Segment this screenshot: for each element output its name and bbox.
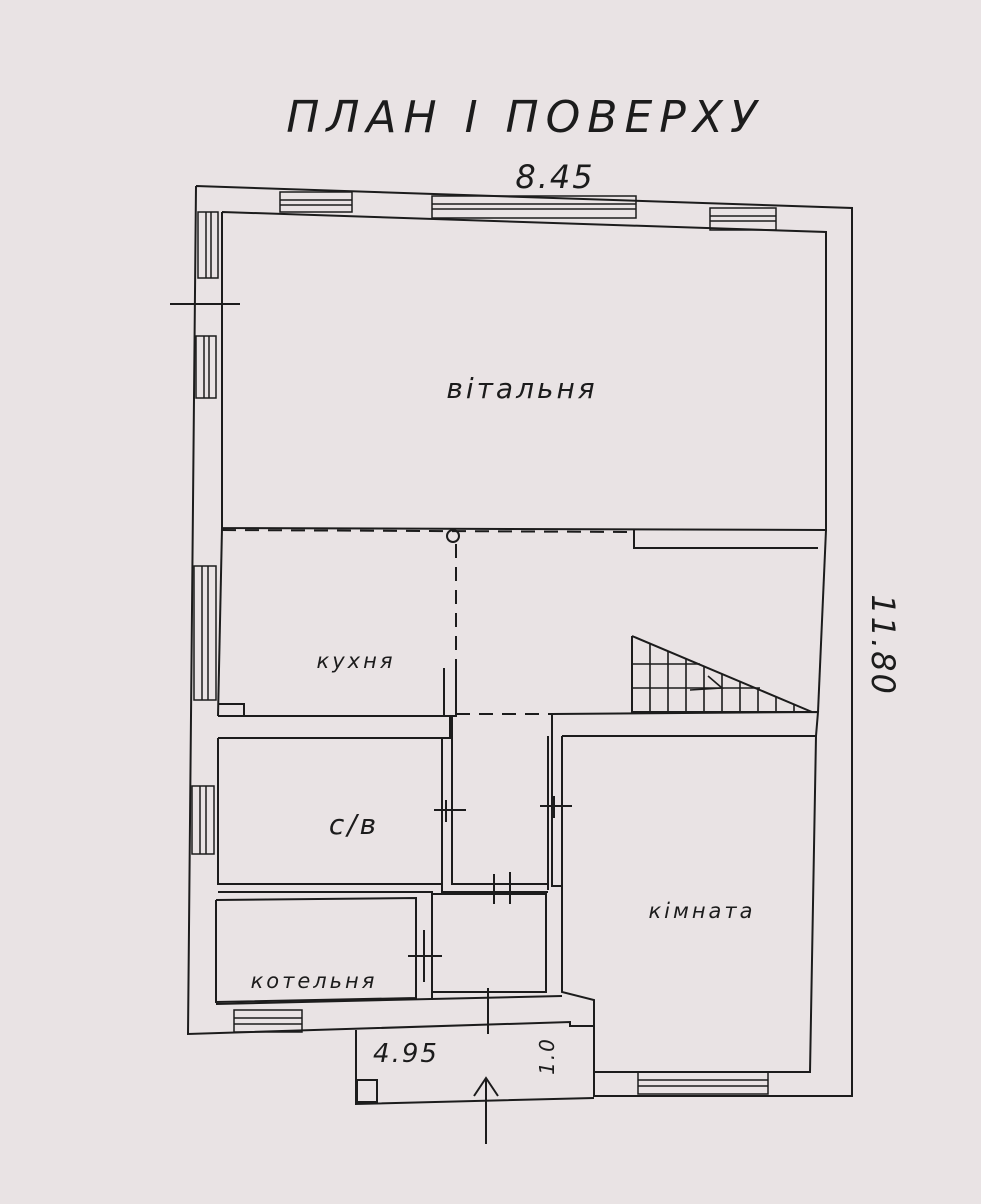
dimension-width: 8.45 [515, 158, 594, 196]
right-inner-wall [817, 529, 827, 713]
staircase-steps [632, 644, 795, 712]
room-label-boiler: котельня [251, 969, 378, 993]
dimension-porch-width: 4.95 [373, 1039, 439, 1069]
room-label-dining: вітальня [446, 372, 597, 405]
plan-title: ПЛАН І ПОВЕРХУ [286, 92, 764, 143]
room-label-kitchen: кухня [317, 649, 396, 673]
bottom-inner-wall [215, 995, 563, 1005]
corridor-left-wall [451, 716, 548, 885]
dashed-zone-lines [221, 529, 635, 715]
porch-outline [355, 1030, 595, 1106]
left-inner-wall [217, 527, 223, 717]
column-marker [446, 529, 460, 543]
room-label-bedroom: кімната [648, 899, 755, 923]
stair-landing-wall [633, 530, 818, 549]
corridor-right-wall [551, 714, 562, 887]
porch-post [356, 1079, 378, 1103]
entrance-arrow-icon [473, 1076, 499, 1144]
dimension-porch-depth: 1.0 [535, 1037, 559, 1075]
bedroom-walls [561, 735, 817, 1073]
dimension-height: 11.80 [864, 594, 902, 696]
door-marks [170, 303, 572, 1034]
boiler-wall-top [218, 891, 433, 1000]
room-label-bathroom: с/в [329, 808, 379, 841]
windows [191, 191, 777, 1095]
kitchen-corner-stub [218, 703, 245, 716]
corridor-bottom-wall [441, 884, 548, 893]
boiler-room-walls [215, 896, 417, 1004]
